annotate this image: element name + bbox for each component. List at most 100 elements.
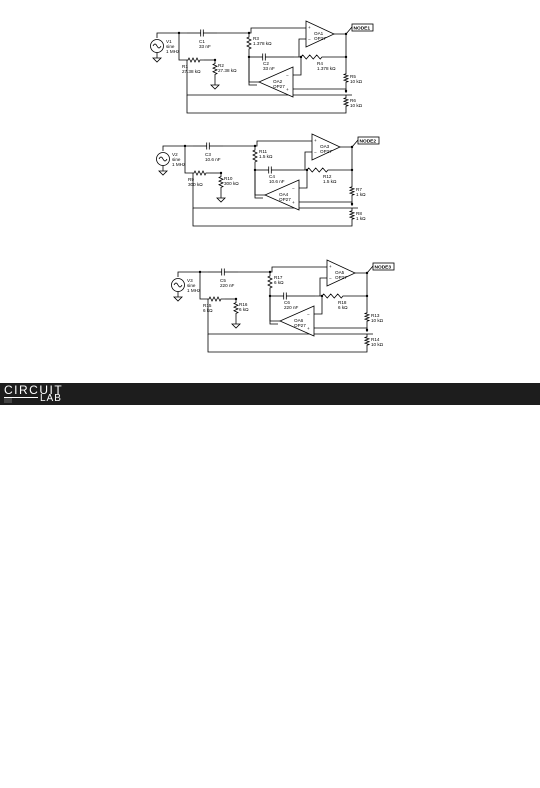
circuitlab-logo[interactable]: CIRCUIT LAB <box>4 384 90 404</box>
circuit-title: FliegeNotch <box>159 768 209 778</box>
wire <box>249 27 306 34</box>
source-type: sine <box>187 283 196 288</box>
opamp-fb-model: OP27 <box>294 323 306 328</box>
resistor-symbol <box>342 71 350 85</box>
wire <box>178 33 184 61</box>
res-div1-name: R13 <box>371 313 380 318</box>
ground-icon <box>158 170 168 176</box>
wire <box>304 151 312 170</box>
source-frequency: 1 MHz <box>172 162 186 167</box>
res-top-value: 1.378 kΩ <box>253 41 272 46</box>
opamp-plus-sign: + <box>329 264 332 269</box>
sine-wave-icon <box>173 282 183 288</box>
wire <box>293 57 302 76</box>
sine-wave-icon <box>152 43 162 49</box>
opamp-feedback <box>258 66 294 98</box>
wire <box>186 95 347 114</box>
res-gnd-value: 300 kΩ <box>224 181 239 186</box>
resistor-symbol <box>363 310 371 324</box>
opamp-main-model: OP27 <box>314 36 326 41</box>
res-fb-value: 1.378 kΩ <box>317 66 336 71</box>
cap-fb-name: C4 <box>269 174 275 179</box>
node-label: NODE1 <box>354 25 371 31</box>
res-in-name: R15 <box>203 303 212 308</box>
resistor-symbol <box>205 296 225 302</box>
wire <box>299 201 353 204</box>
source-name: V2 <box>172 152 178 157</box>
junction-dot <box>177 31 181 35</box>
wire <box>299 170 308 189</box>
opamp-main-name: OA3 <box>320 144 330 149</box>
wire <box>319 277 327 296</box>
res-div1-value: 10 kΩ <box>371 318 384 323</box>
junction-dot <box>320 294 324 298</box>
cap-fb-value: 220 nF <box>284 305 298 310</box>
cap-fb-name: C2 <box>263 61 269 66</box>
res-gnd-value: 6 kΩ <box>239 307 249 312</box>
wire <box>314 296 323 315</box>
circuit-caption: filterfaulter / FliegeNotch <box>113 768 208 778</box>
cap-in-value: 33 nF <box>199 44 211 49</box>
resistor-symbol <box>184 57 204 63</box>
circuit-url[interactable]: http://circuitlab.com/c8k586p <box>113 778 221 788</box>
cap-fb-value: 33 nF <box>263 66 275 71</box>
resistor-symbol <box>348 184 356 198</box>
opamp-main-name: OA1 <box>314 31 324 36</box>
ground-icon <box>231 323 241 329</box>
wire <box>351 139 359 148</box>
res-gnd-name: R2 <box>218 63 224 68</box>
opamp-feedback <box>264 179 300 211</box>
author-link[interactable]: filterfaulter <box>113 768 153 778</box>
opamp-minus-sign: − <box>329 276 332 281</box>
source-name: V1 <box>166 39 172 44</box>
res-div1-name: R5 <box>350 74 356 79</box>
res-fb-value: 6 kΩ <box>338 305 348 310</box>
opamp-fb-plus-sign: + <box>292 200 295 205</box>
opamp-fb-minus-sign: − <box>292 186 295 191</box>
junction-dot <box>305 168 309 172</box>
res-div2-name: R8 <box>356 211 362 216</box>
sine-wave-icon <box>158 156 168 162</box>
opamp-main <box>311 133 341 161</box>
opamp-fb-plus-sign: + <box>286 87 289 92</box>
junction-dot <box>198 270 202 274</box>
resistor-symbol <box>246 33 252 53</box>
wire <box>355 272 368 310</box>
resistor-symbol <box>218 173 224 191</box>
wire <box>254 170 265 196</box>
opamp-minus-sign: − <box>308 37 311 42</box>
res-top-value: 6 kΩ <box>274 280 284 285</box>
res-in-value: 300 kΩ <box>188 182 203 187</box>
res-gnd-name: R10 <box>224 176 233 181</box>
opamp-main-name: OA5 <box>335 270 345 275</box>
opamp-fb-name: OA2 <box>273 79 283 84</box>
res-top-name: R17 <box>274 275 283 280</box>
opamp-fb-minus-sign: − <box>307 312 310 317</box>
cap-fb-value: 10.6 nF <box>269 179 285 184</box>
res-top-value: 1.5 kΩ <box>259 154 273 159</box>
wire <box>184 146 190 174</box>
logo-top-text: CIRCUIT <box>4 383 64 397</box>
wire <box>269 292 278 325</box>
res-gnd-name: R16 <box>239 302 248 307</box>
opamp-main-model: OP27 <box>335 275 347 280</box>
cap-in-name: C5 <box>220 278 226 283</box>
res-in-name: R1 <box>182 64 188 69</box>
opamp-fb-model: OP27 <box>279 197 291 202</box>
opamp-main <box>326 259 356 287</box>
source-frequency: 1 MHz <box>187 288 201 293</box>
res-div1-value: 10 kΩ <box>350 79 363 84</box>
opamp-main <box>305 20 335 48</box>
caption-separator: / <box>152 768 160 778</box>
ground-icon <box>173 296 183 302</box>
wire <box>269 296 280 322</box>
opamp-feedback <box>279 305 315 337</box>
wire <box>254 166 263 199</box>
opamp-fb-minus-sign: − <box>286 73 289 78</box>
logo-bottom-text: LAB <box>40 393 62 404</box>
node-label-box <box>372 262 395 271</box>
res-top-name: R11 <box>259 149 268 154</box>
